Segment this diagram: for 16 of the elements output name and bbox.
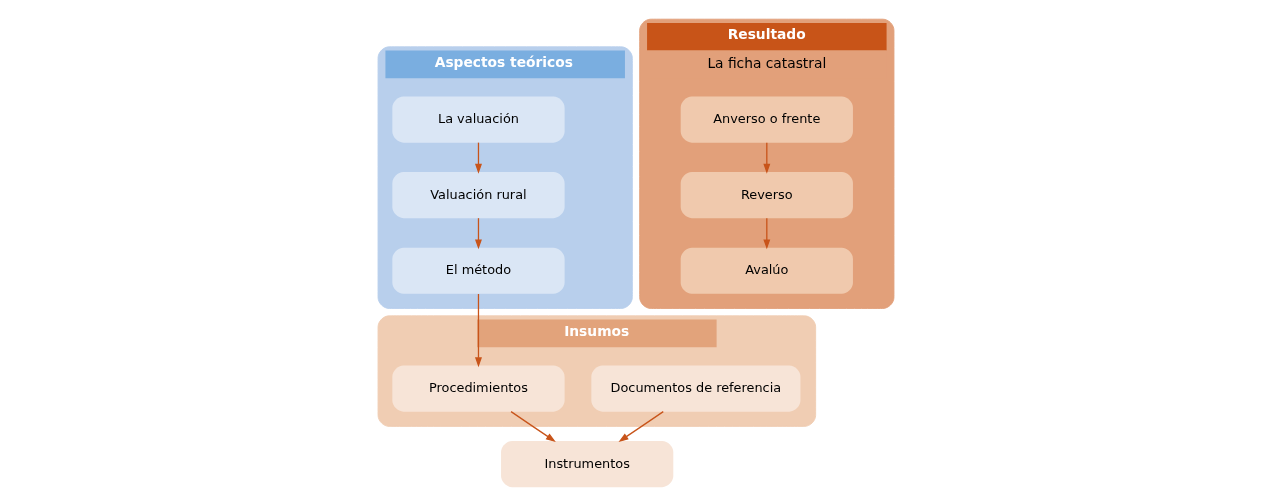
- arrow: [474, 142, 482, 174]
- node-box: Avalúo: [680, 247, 853, 294]
- node-box: Anverso o frente: [680, 96, 853, 143]
- node-box: El método: [391, 247, 565, 294]
- arrow: [474, 217, 482, 250]
- node-box: Instrumentos: [500, 441, 673, 488]
- arrow: [474, 293, 482, 368]
- arrow: [509, 411, 556, 442]
- arrow: [762, 217, 770, 250]
- node-box: La valuación: [391, 96, 565, 143]
- node-box: Documentos de referencia: [590, 365, 800, 412]
- arrow: [762, 142, 770, 174]
- node-box: Procedimientos: [391, 365, 565, 412]
- arrow: [618, 411, 664, 442]
- node-box: Valuación rural: [391, 172, 565, 219]
- node-box: Reverso: [680, 172, 853, 219]
